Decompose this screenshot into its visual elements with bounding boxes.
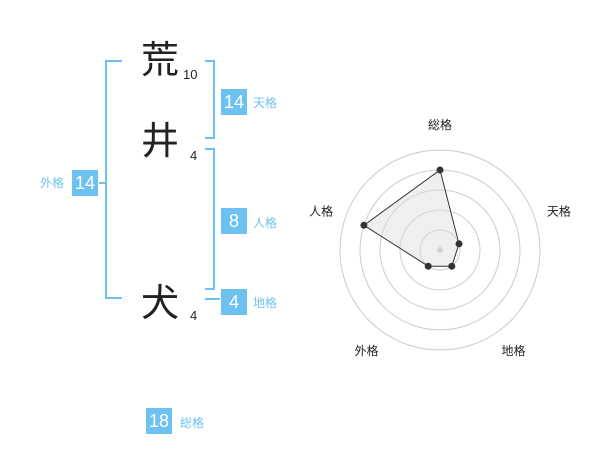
stroke-count-2: 4 bbox=[190, 148, 198, 163]
radar-points bbox=[360, 166, 463, 270]
radar-grid bbox=[339, 149, 541, 351]
name-char-1: 荒 bbox=[141, 38, 180, 82]
radar-point-4 bbox=[360, 221, 368, 229]
radar-ring-3 bbox=[379, 189, 501, 311]
radar-center-dot bbox=[437, 247, 443, 253]
gaikaku-bracket-vertical bbox=[105, 60, 107, 299]
chikaku-box: 4 bbox=[221, 289, 247, 315]
tenkaku-label: 天格 bbox=[253, 96, 278, 110]
tenkaku-bracket-bottom bbox=[205, 137, 215, 139]
radar-point-3 bbox=[424, 262, 432, 270]
stroke-count-1: 10 bbox=[183, 67, 198, 82]
jinkaku-bracket-vertical bbox=[213, 148, 215, 290]
gaikaku-connector bbox=[99, 182, 105, 184]
jinkaku-bracket-top bbox=[205, 148, 215, 150]
jinkaku-label: 人格 bbox=[253, 216, 278, 230]
name-char-2: 井 bbox=[141, 119, 180, 163]
jinkaku-bracket-bottom bbox=[205, 288, 215, 290]
tenkaku-bracket-top bbox=[205, 60, 215, 62]
soukaku-box: 18 bbox=[146, 408, 172, 434]
radar-point-2 bbox=[448, 262, 456, 270]
gaikaku-label: 外格 bbox=[40, 176, 65, 190]
jinkaku-box: 8 bbox=[221, 208, 247, 234]
radar-axis-label-4: 人格 bbox=[309, 203, 333, 218]
stroke-count-3: 4 bbox=[190, 308, 198, 323]
radar-point-0 bbox=[436, 166, 444, 174]
name-char-3: 犬 bbox=[141, 281, 180, 325]
radar-ring-1 bbox=[419, 229, 461, 271]
soukaku-label: 総格 bbox=[180, 416, 205, 430]
tenkaku-box: 14 bbox=[221, 89, 247, 115]
radar-axis-label-2: 地格 bbox=[501, 343, 525, 358]
chikaku-connector bbox=[205, 298, 220, 300]
radar-point-1 bbox=[455, 240, 463, 248]
gaikaku-bracket-top bbox=[105, 60, 122, 62]
radar-axis-label-3: 外格 bbox=[354, 343, 378, 358]
radar-axis-label-0: 総格 bbox=[428, 117, 452, 132]
radar-polygon bbox=[363, 169, 460, 267]
radar-axis-label-1: 天格 bbox=[547, 203, 571, 218]
radar-ring-2 bbox=[399, 209, 481, 291]
radar-shape bbox=[363, 169, 460, 267]
gaikaku-bracket-bottom bbox=[105, 297, 122, 299]
chikaku-label: 地格 bbox=[253, 296, 278, 310]
radar-ring-5 bbox=[339, 149, 541, 351]
gaikaku-box: 14 bbox=[72, 170, 98, 196]
tenkaku-bracket-vertical bbox=[213, 60, 215, 139]
